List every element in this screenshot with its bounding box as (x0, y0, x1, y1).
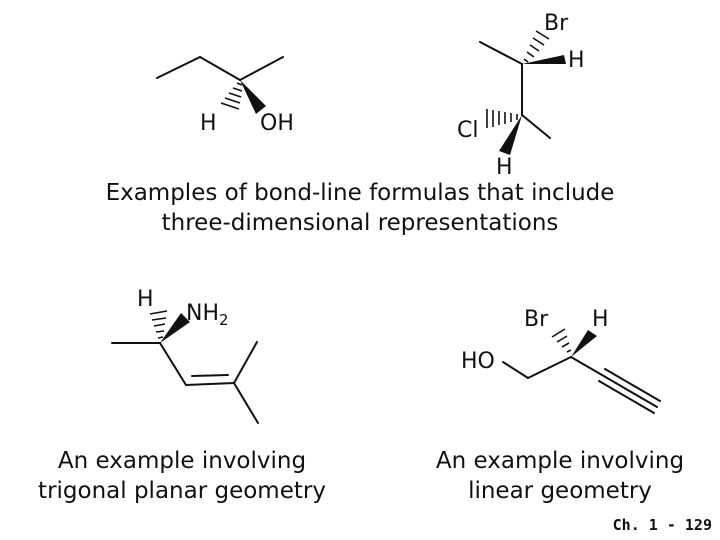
wedge-bond (522, 55, 566, 64)
slide-number: Ch. 1 - 129 (612, 516, 712, 534)
atom-br: Br (524, 307, 549, 332)
triple-bond-center (601, 374, 658, 408)
alkyne-structure: HO Br H (461, 307, 661, 414)
amine-structure: H NH2 (111, 287, 259, 424)
trigonal-caption-line2: trigonal planar geometry (38, 478, 326, 504)
bond (479, 41, 523, 65)
hash-bond (149, 310, 168, 339)
hash-bond (220, 82, 243, 110)
bond (199, 56, 241, 81)
atom-oh: OH (260, 111, 294, 136)
atom-h: H (200, 111, 217, 136)
triple-bond-upper (604, 368, 661, 402)
wedge-bond (499, 115, 522, 155)
atom-nh-subscript: 2 (219, 311, 229, 329)
double-bond-outer (185, 382, 235, 386)
bond (239, 56, 284, 81)
bond (159, 342, 187, 386)
double-bond-inner (191, 374, 229, 377)
main-caption: Examples of bond-line formulas that incl… (60, 178, 660, 238)
bond (527, 356, 572, 379)
main-caption-line1: Examples of bond-line formulas that incl… (105, 180, 615, 206)
trigonal-caption-line1: An example involving (57, 448, 307, 474)
linear-caption: An example involving linear geometry (405, 446, 715, 506)
atom-h-bottom: H (496, 155, 513, 180)
bond (570, 356, 603, 376)
wedge-bond (571, 330, 597, 357)
main-caption-line2: three-dimensional representations (161, 210, 559, 236)
trigonal-caption: An example involving trigonal planar geo… (12, 446, 352, 506)
atom-br: Br (544, 11, 569, 36)
hash-bond (523, 30, 550, 63)
hash-bond (551, 328, 572, 353)
bond (502, 361, 529, 379)
atom-nh: NH2 (186, 301, 229, 329)
bond (233, 382, 259, 424)
atom-cl: Cl (457, 118, 478, 143)
wedge-bond (240, 80, 266, 114)
atom-h: H (137, 287, 154, 312)
atom-ho: HO (461, 349, 495, 374)
atom-h: H (592, 307, 609, 332)
atom-h-top: H (568, 48, 585, 73)
bond (521, 114, 551, 139)
butanol-structure: H OH (156, 56, 294, 136)
bond (233, 341, 258, 384)
linear-caption-line2: linear geometry (468, 478, 652, 504)
wedge-bond (160, 313, 190, 343)
bromochloro-structure: Br H Cl H (457, 11, 585, 180)
bond (156, 56, 201, 79)
atom-nh-label: NH (186, 301, 219, 326)
triple-bond-lower (598, 380, 655, 414)
hash-bond (486, 109, 518, 128)
linear-caption-line1: An example involving (435, 448, 685, 474)
